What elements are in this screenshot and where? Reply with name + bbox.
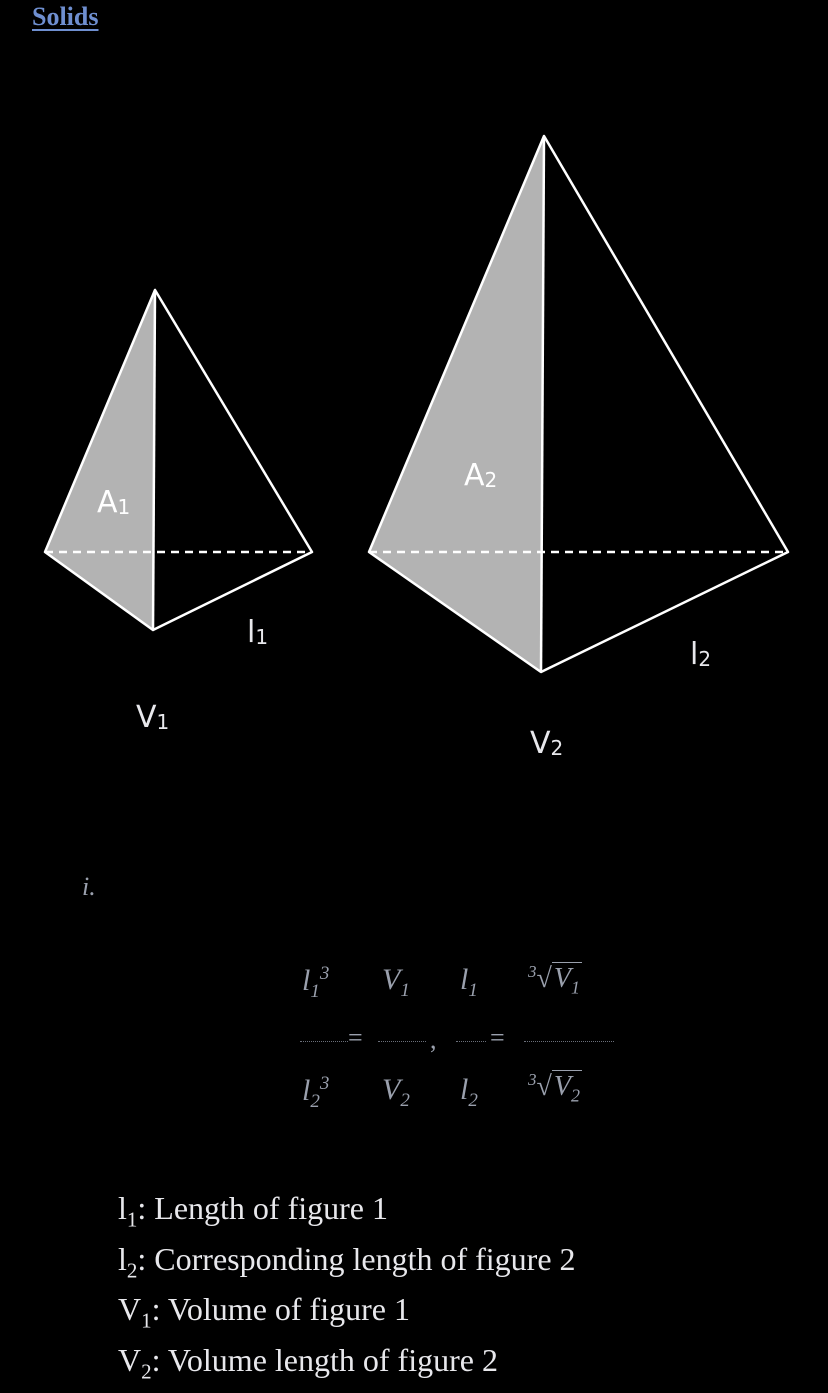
formula-ratio-numerator: l1 (460, 963, 478, 1001)
comma: , (430, 1025, 437, 1054)
pyramid-1-height-edge (151, 289, 157, 631)
pyramid-1-face-label: A1 (97, 485, 130, 520)
pyramid-1-edge-label: l1 (247, 615, 268, 650)
formula-lhs-numerator: l13 (302, 963, 330, 1002)
definition-v2: V2: Volume length of figure 2 (118, 1341, 498, 1383)
section-heading: Solids (32, 2, 99, 31)
definition-l2: l2: Corresponding length of figure 2 (118, 1240, 576, 1282)
pyramid-1-shaded-face (45, 290, 155, 630)
formula-root-denominator: 3√V2 (528, 1070, 582, 1106)
formula-lhs-denominator: l23 (302, 1073, 330, 1112)
pyramid-2-shaded-face (369, 136, 544, 672)
definitions-list: l1: Length of figure 1 l2: Corresponding… (118, 1186, 576, 1388)
definition-l1: l1: Length of figure 1 (118, 1190, 388, 1232)
formula-ratio-denominator: l2 (460, 1073, 478, 1111)
definition-v1: V1: Volume of figure 1 (118, 1291, 410, 1333)
pyramid-1-volume-label: V1 (136, 700, 169, 735)
equals-sign: = (490, 1023, 505, 1052)
pyramid-1: A1 l1 V1 (43, 288, 314, 735)
formula-mid-denominator: V2 (382, 1073, 410, 1111)
pyramid-2-height-edge (539, 135, 546, 673)
pyramid-2-edge-label: l2 (690, 637, 711, 672)
pyramid-2: A2 l2 V2 (367, 134, 790, 761)
fraction-bar (456, 1041, 486, 1042)
formula-mid-numerator: V1 (382, 963, 410, 1001)
fraction-bar (300, 1041, 348, 1042)
formula-root-numerator: 3√V1 (528, 962, 582, 998)
list-numeral: i. (82, 872, 96, 901)
ratio-formula: l13 l23 = V1 V2 , l1 l2 = 3√V1 3√V2 (290, 955, 630, 1125)
fraction-bar (378, 1041, 426, 1042)
pyramid-2-face-label: A2 (464, 458, 497, 493)
pyramids-diagram: A1 l1 V1 A2 l2 V2 (43, 134, 790, 761)
equals-sign: = (348, 1023, 363, 1052)
pyramid-2-volume-label: V2 (530, 726, 563, 761)
fraction-bar (524, 1041, 614, 1042)
